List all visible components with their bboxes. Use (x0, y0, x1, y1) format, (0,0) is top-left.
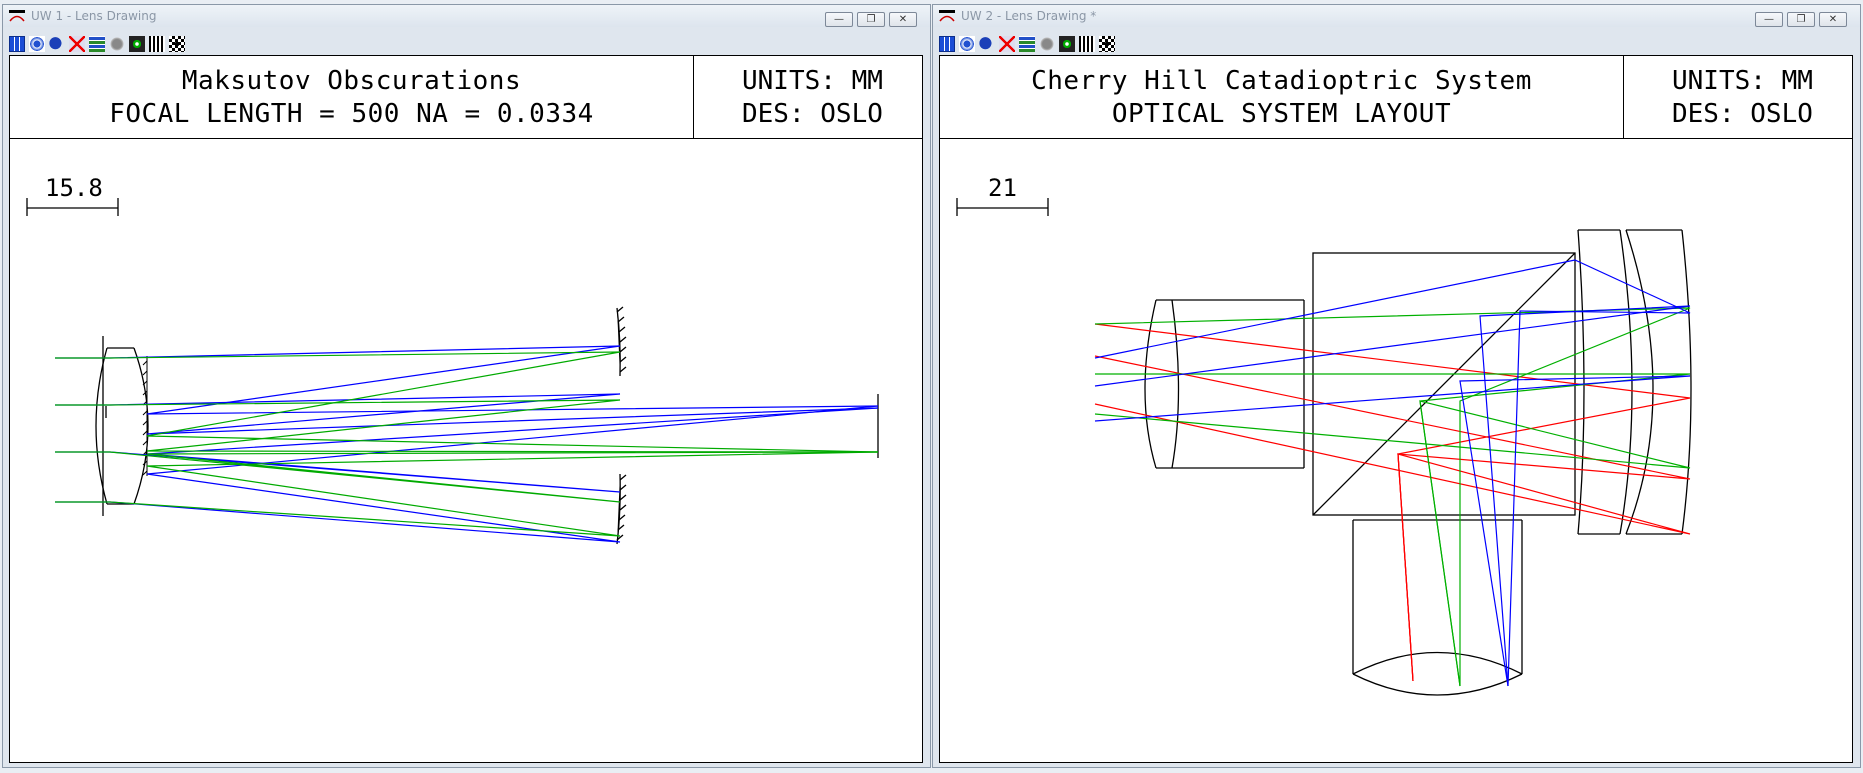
gray-disk-icon[interactable] (109, 36, 125, 52)
blue-blob-icon[interactable] (979, 36, 995, 52)
units-label: UNITS: MM (1672, 66, 1813, 96)
grid-icon[interactable] (9, 36, 25, 52)
app-icon (939, 10, 955, 22)
prism-block (1312, 252, 1576, 516)
grid-icon[interactable] (939, 36, 955, 52)
scale-bar-label: 15.8 (45, 174, 103, 202)
green-rays (1094, 307, 1691, 687)
restore-button[interactable]: ❐ (857, 12, 885, 27)
scale-bar (956, 198, 1049, 216)
lens-title: Cherry Hill Catadioptric System (1031, 66, 1532, 96)
green-target-icon[interactable] (129, 36, 145, 52)
drawing-header: Cherry Hill Catadioptric System OPTICAL … (940, 56, 1624, 139)
primary-mirror (616, 306, 627, 545)
drawing-header: Maksutov Obscurations FOCAL LENGTH = 500… (10, 56, 694, 139)
window-title: UW 2 - Lens Drawing * (961, 9, 1097, 23)
designer-label: DES: OSLO (742, 99, 883, 129)
bars-icon[interactable] (149, 36, 165, 52)
blue-rays (1094, 259, 1691, 687)
red-rays (1094, 323, 1691, 682)
lens-title: Maksutov Obscurations (181, 66, 522, 96)
red-x-icon[interactable] (69, 36, 85, 52)
window-title: UW 1 - Lens Drawing (31, 9, 157, 23)
title-bar[interactable]: UW 1 - Lens Drawing — ❐ ✕ (3, 5, 930, 27)
close-button[interactable]: ✕ (889, 12, 917, 27)
optical-layout (26, 198, 879, 545)
meniscus-corrector (95, 336, 149, 516)
spot-icon[interactable] (29, 36, 45, 52)
lens-subtitle: OPTICAL SYSTEM LAYOUT (1111, 99, 1452, 129)
minimize-button[interactable]: — (825, 12, 853, 27)
lens-drawing-window-2: UW 2 - Lens Drawing * — ❐ ✕ Cherry Hill … (932, 4, 1861, 768)
red-x-icon[interactable] (999, 36, 1015, 52)
scale-bar-label: 21 (988, 174, 1017, 202)
lens-subtitle: FOCAL LENGTH = 500 NA = 0.0334 (109, 99, 594, 129)
bars-icon[interactable] (1079, 36, 1095, 52)
toolbar (939, 36, 1115, 52)
lens-drawing-window-1: UW 1 - Lens Drawing — ❐ ✕ Maksutov Obscu… (2, 4, 931, 768)
checker-icon[interactable] (1099, 36, 1115, 52)
stripes-icon[interactable] (1019, 36, 1035, 52)
green-rays (55, 351, 879, 537)
stripes-icon[interactable] (89, 36, 105, 52)
green-target-icon[interactable] (1059, 36, 1075, 52)
close-button[interactable]: ✕ (1819, 12, 1847, 27)
header-info: UNITS: MM DES: OSLO (1624, 56, 1852, 139)
header-info: UNITS: MM DES: OSLO (694, 56, 922, 139)
restore-button[interactable]: ❐ (1787, 12, 1815, 27)
minimize-button[interactable]: — (1755, 12, 1783, 27)
scale-bar (26, 198, 119, 216)
designer-label: DES: OSLO (1672, 99, 1813, 129)
toolbar (9, 36, 185, 52)
bottom-lens (1352, 519, 1523, 696)
corrector-meniscus (1577, 229, 1692, 535)
checker-icon[interactable] (169, 36, 185, 52)
blue-rays (55, 345, 879, 543)
app-icon (9, 10, 25, 22)
lens-drawing-canvas[interactable]: Cherry Hill Catadioptric System OPTICAL … (939, 55, 1853, 763)
title-bar[interactable]: UW 2 - Lens Drawing * — ❐ ✕ (933, 5, 1860, 27)
entrance-lens (1144, 299, 1305, 469)
lens-drawing-canvas[interactable]: Maksutov Obscurations FOCAL LENGTH = 500… (9, 55, 923, 763)
spot-icon[interactable] (959, 36, 975, 52)
optical-layout (956, 198, 1692, 696)
units-label: UNITS: MM (742, 66, 883, 96)
blue-blob-icon[interactable] (49, 36, 65, 52)
gray-disk-icon[interactable] (1039, 36, 1055, 52)
